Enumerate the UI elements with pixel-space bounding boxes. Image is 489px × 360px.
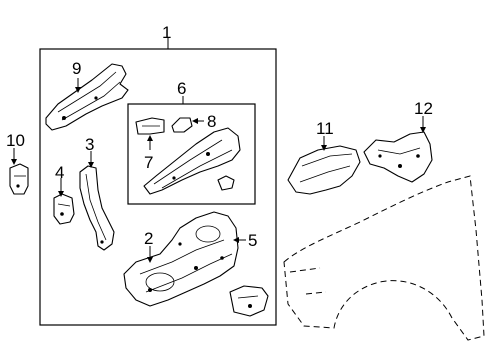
part-10-bracket xyxy=(9,163,29,195)
small-bolt-part xyxy=(217,175,235,191)
callout-1: 1 xyxy=(162,23,171,42)
part-2-front-apron xyxy=(123,211,239,307)
callout-11: 11 xyxy=(316,119,334,138)
part-3-apron-reinforcement xyxy=(79,165,115,251)
callout-4: 4 xyxy=(55,163,64,182)
callout-7: 7 xyxy=(144,153,153,172)
part-12-bracket xyxy=(363,131,433,183)
part-9-upper-rail xyxy=(45,63,129,131)
part-8-clip xyxy=(171,117,193,133)
callout-8: 8 xyxy=(207,112,216,131)
callout-6: 6 xyxy=(177,79,186,98)
lower-bracket xyxy=(229,285,269,317)
callout-12: 12 xyxy=(414,99,433,118)
side-member xyxy=(143,127,241,195)
callout-5: 5 xyxy=(248,231,257,250)
assembly-frame xyxy=(39,48,277,326)
callout-3: 3 xyxy=(85,135,94,154)
callout-2: 2 xyxy=(144,229,153,248)
callout-10: 10 xyxy=(6,131,25,150)
subassembly-frame xyxy=(127,103,256,205)
part-4-small-bracket xyxy=(53,193,75,225)
part-7-plate xyxy=(135,117,165,135)
fender-outline xyxy=(283,175,485,341)
part-11-shield xyxy=(287,145,361,195)
callout-9: 9 xyxy=(72,59,81,78)
